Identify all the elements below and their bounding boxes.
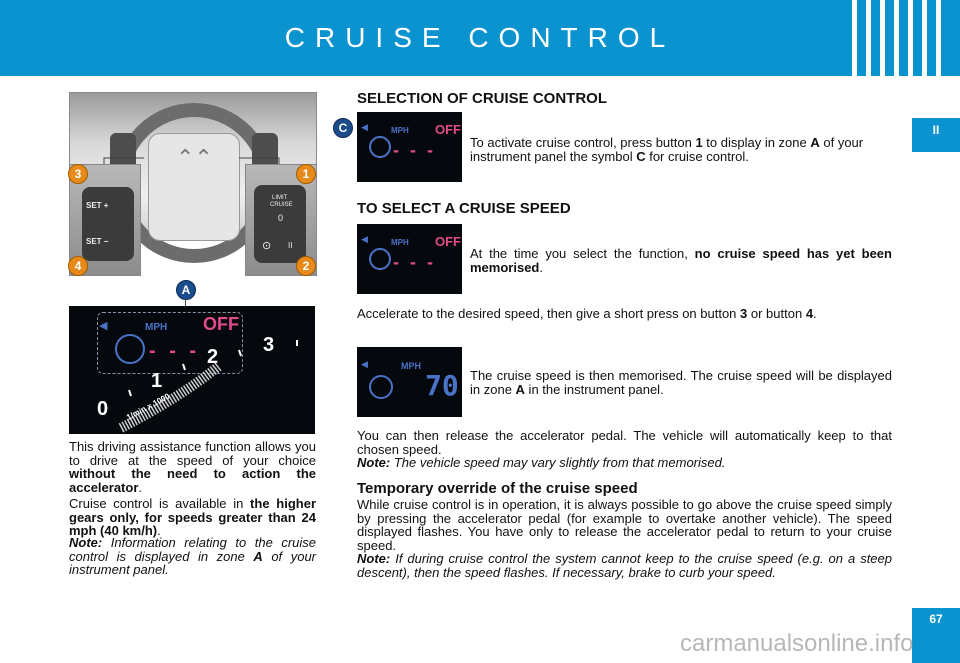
speedometer-icon [115, 334, 145, 364]
cruise-label: CRUISE [270, 202, 293, 208]
pause-label: II [288, 241, 293, 250]
lcd-off-display-2: ◀ MPH OFF - - - [357, 224, 462, 294]
speed-dashes: - - - [149, 340, 201, 362]
gauge-0: 0 [97, 398, 109, 420]
speedometer-icon [369, 248, 391, 270]
set-plus-label: SET + [86, 201, 109, 210]
availability-paragraph: Cruise control is available in the highe… [69, 496, 316, 539]
lcd-dashes: - - - [393, 252, 436, 272]
limit-label: LIMIT [272, 195, 288, 201]
gauge-3: 3 [263, 334, 275, 356]
select-speed-text-4: You can then release the accelerator ped… [357, 428, 892, 457]
select-speed-heading: TO SELECT A CRUISE SPEED [357, 200, 571, 217]
header-stripe [880, 0, 885, 76]
page-title: CRUISE CONTROL [284, 22, 676, 53]
watermark: carmanualsonline.info [680, 630, 914, 657]
lcd-speed-value: 70 [425, 369, 459, 402]
arrow-icon: ◀ [361, 234, 368, 244]
header-stripe [908, 0, 913, 76]
lcd-mph: MPH [401, 361, 421, 371]
lcd-speed-display: ◀ MPH 70 [357, 347, 462, 417]
badge-1: 1 [296, 164, 316, 184]
arrow-icon: ◀ [99, 320, 108, 332]
intro-paragraph: This driving assistance function allows … [69, 439, 316, 495]
lcd-off: OFF [435, 122, 461, 137]
header-stripe [894, 0, 899, 76]
lcd-off: OFF [435, 234, 461, 249]
select-speed-note: Note: The vehicle speed may vary slightl… [357, 455, 726, 470]
arrow-icon: ◀ [361, 122, 368, 132]
select-speed-text-2: Accelerate to the desired speed, then gi… [357, 306, 817, 321]
rpm-scale [118, 340, 298, 433]
page-number: 67 [912, 608, 960, 663]
zero-label: 0 [278, 213, 284, 223]
right-switch-body: LIMIT CRUISE 0 ⊙ II [254, 185, 306, 263]
selection-text: To activate cruise control, press button… [470, 135, 864, 164]
gauge-2: 2 [207, 346, 219, 368]
off-label: OFF [203, 314, 239, 334]
header-stripe [922, 0, 927, 76]
steering-wheel-hub [148, 133, 240, 241]
badge-c: C [333, 118, 353, 138]
mph-label: MPH [145, 322, 168, 333]
lcd-mph: MPH [391, 238, 409, 247]
header-stripe [936, 0, 941, 76]
override-heading: Temporary override of the cruise speed [357, 480, 638, 497]
badge-2: 2 [296, 256, 316, 276]
cruise-symbol-icon: ⊙ [262, 240, 272, 252]
speedometer-icon [369, 136, 391, 158]
lcd-dashes: - - - [393, 140, 436, 160]
set-minus-label: SET − [86, 237, 109, 246]
gauge-1: 1 [151, 370, 163, 392]
badge-3: 3 [68, 164, 88, 184]
select-speed-text-3: The cruise speed is then memorised. The … [470, 368, 892, 397]
badge-4: 4 [68, 256, 88, 276]
header-stripe [852, 0, 857, 76]
left-switch-body: SET + SET − [82, 187, 134, 261]
header-bar [0, 0, 960, 76]
select-speed-text-1: At the time you select the function, no … [470, 246, 892, 275]
left-note: Note: Information relating to the cruise… [69, 535, 317, 578]
selection-heading: SELECTION OF CRUISE CONTROL [357, 90, 608, 107]
badge-a: A [176, 280, 196, 300]
lcd-mph: MPH [391, 126, 409, 135]
chevrons-logo-icon: ⌃⌃ [176, 145, 213, 170]
arrow-icon: ◀ [361, 359, 368, 369]
lcd-off-display-1: ◀ MPH OFF - - - [357, 112, 462, 182]
override-text: While cruise control is in operation, it… [357, 497, 892, 553]
header-stripe [866, 0, 871, 76]
speedometer-icon [369, 375, 393, 399]
instrument-panel-display: ◀ MPH OFF - - - 0 1 2 3 1/min x 1000 [69, 306, 315, 434]
section-tab[interactable]: II [912, 118, 960, 152]
zone-a-frame [97, 312, 243, 374]
override-note: Note: If during cruise control the syste… [357, 551, 892, 580]
